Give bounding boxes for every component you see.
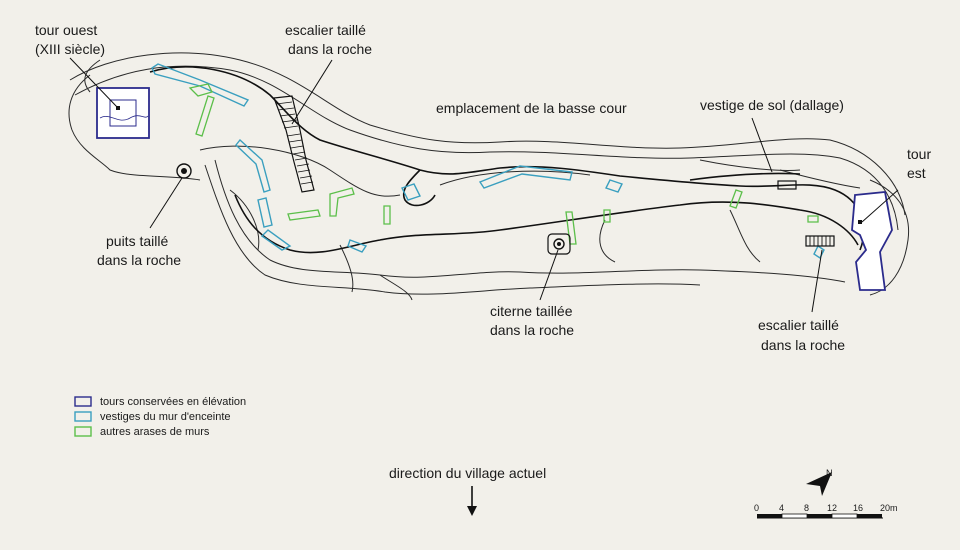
scale-tick-16: 16 [853,503,863,513]
puits-feature [176,163,192,179]
direction-arrow-icon [467,486,477,516]
label-citerne: citerne taillée [490,303,573,319]
label-puits: puits taillé [106,233,168,249]
leader-lines [69,57,899,313]
legend-label-tours: tours conservées en élévation [100,396,246,408]
legend-label-arases: autres arases de murs [100,426,210,438]
east-tower [851,191,893,291]
label-direction: direction du village actuel [389,465,546,481]
label-tour-ouest-century: (XIII siècle) [35,41,105,57]
scale-tick-8: 8 [804,503,809,513]
label-puits-2: dans la roche [97,252,181,268]
west-staircase [273,95,315,193]
legend-label-enceinte: vestiges du mur d'enceinte [100,411,231,423]
rampart-outline [149,66,865,254]
west-tower [96,87,150,139]
terrain-contours [68,52,910,301]
label-escalier-ouest: escalier taillé [285,22,366,38]
scale-tick-0: 0 [754,503,759,513]
legend-swatch-tours [74,396,92,407]
dallage-feature [777,180,797,190]
label-tour-ouest: tour ouest [35,22,97,38]
label-vestige-sol: vestige de sol (dallage) [700,97,844,113]
legend: tours conservées en élévation vestiges d… [74,396,246,438]
scale-bar: 0 4 8 12 16 20m [754,503,898,519]
north-arrow-icon: N [806,468,833,496]
north-letter: N [826,468,833,478]
citerne-feature [547,233,571,255]
label-basse-cour: emplacement de la basse cour [436,100,627,116]
scale-tick-12: 12 [827,503,837,513]
other-walls [188,83,819,245]
label-escalier-est-2: dans la roche [761,337,845,353]
scale-tick-20: 20m [880,503,898,513]
legend-swatch-enceinte [74,411,92,422]
legend-swatch-arases [74,426,92,437]
label-escalier-ouest-2: dans la roche [288,41,372,57]
east-staircase [805,235,835,247]
enceinte-walls [151,63,825,260]
label-citerne-2: dans la roche [490,322,574,338]
label-escalier-est: escalier taillé [758,317,839,333]
label-tour-est: tour [907,146,931,162]
label-tour-est-2: est [907,165,926,181]
scale-tick-4: 4 [779,503,784,513]
